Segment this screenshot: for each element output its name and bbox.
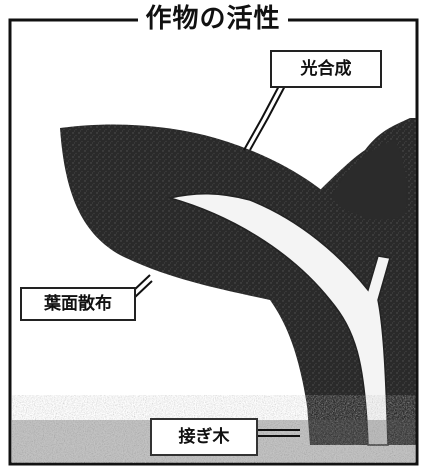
- back-leaf-top: [330, 140, 407, 220]
- photosynthesis-leader: [243, 83, 287, 151]
- grafting-label: 接ぎ木: [150, 418, 258, 456]
- photosynthesis-label: 光合成: [270, 50, 382, 88]
- plant-stem: [167, 193, 391, 446]
- foliar-spray-label: 葉面散布: [20, 287, 136, 321]
- diagram-title: 作物の活性: [138, 2, 288, 36]
- graft-leader: [254, 429, 300, 437]
- main-leaf: [60, 124, 365, 445]
